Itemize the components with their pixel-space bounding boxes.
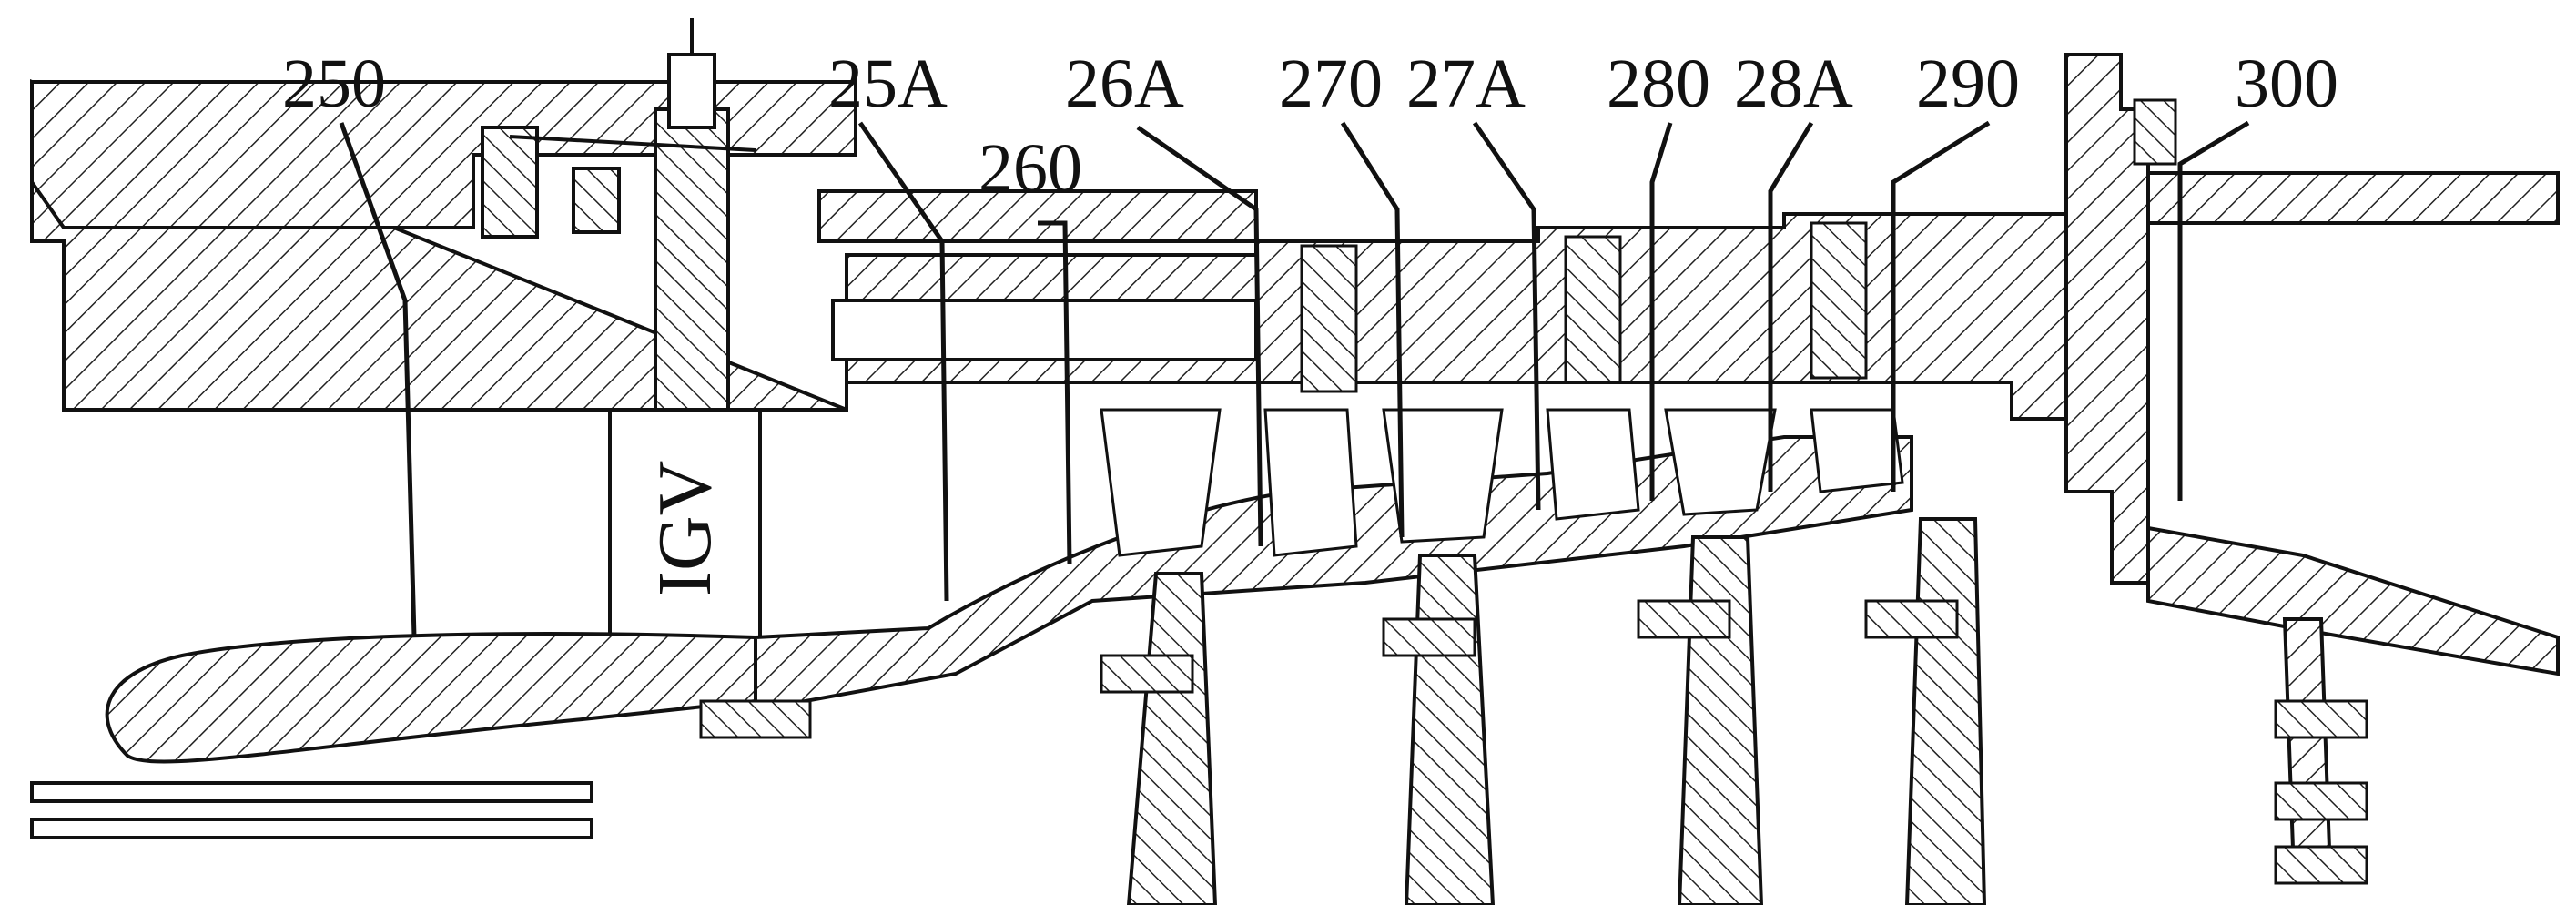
leader-270 <box>1340 121 1405 538</box>
blade-rows <box>1100 408 1904 557</box>
igv-vane-body <box>608 408 762 648</box>
igv-bolt-head <box>572 167 621 234</box>
callout-290: 290 <box>1916 46 2020 122</box>
hub-bolt-3 <box>1637 599 1731 639</box>
casing-bolts <box>699 98 2368 885</box>
rotor-blade-2 <box>1382 408 1504 544</box>
rotor-blade-1 <box>1100 408 1222 557</box>
callout-250: 250 <box>282 46 386 122</box>
leader-280 <box>1649 122 1673 501</box>
callout-28A: 28A <box>1734 46 1853 122</box>
igv-spindle-cap <box>667 53 716 129</box>
igv-vane <box>481 18 762 648</box>
casing-bolt-1 <box>1300 244 1358 393</box>
casing-front-section <box>30 79 2560 421</box>
rotor-blade-3 <box>1664 408 1777 516</box>
callout-26A: 26A <box>1065 46 1184 122</box>
outer-casing <box>30 53 2560 876</box>
leader-lines <box>339 120 2250 638</box>
casing-bore <box>831 299 1258 361</box>
leader-290 <box>1891 120 1991 492</box>
callout-260: 260 <box>979 130 1082 207</box>
igv-lever <box>509 135 756 152</box>
front-hub-bolt <box>699 699 812 739</box>
leader-300 <box>2177 120 2250 501</box>
leader-26A <box>1136 125 1263 547</box>
casing-top-flange <box>30 80 857 229</box>
leader-27A <box>1472 121 1541 511</box>
callout-300: 300 <box>2235 46 2338 122</box>
callout-27A: 27A <box>1406 46 1526 122</box>
inner-shaft <box>30 781 593 803</box>
igv-label: IGV <box>643 461 727 596</box>
leader-250 <box>339 122 417 638</box>
callout-25A: 25A <box>828 46 948 122</box>
inlet-nose-cone <box>105 632 757 764</box>
rear-support-bolt-2 <box>2274 781 2368 821</box>
hub-bolt-4 <box>1864 599 1959 639</box>
leader-28A <box>1768 121 1814 492</box>
casing-bolt-4 <box>2133 98 2177 166</box>
hub-bolt-2 <box>1382 617 1476 657</box>
hub-bolt-1 <box>1100 654 1194 694</box>
disk-stage-1 <box>1126 572 1218 905</box>
callout-280: 280 <box>1607 46 1710 122</box>
leader-260 <box>1038 220 1072 565</box>
rear-support-bolt-3 <box>2274 845 2368 885</box>
stator-vane-2 <box>1546 408 1640 521</box>
callout-270: 270 <box>1279 46 1383 122</box>
callout-labels: 250 25A 260 26A 270 27A 280 28A 290 300 … <box>282 46 2338 596</box>
disk-stage-4 <box>1904 517 1987 905</box>
stator-vane-3 <box>1810 408 1904 493</box>
disk-stage-2 <box>1404 554 1496 905</box>
casing-rear-strut <box>2282 617 2333 876</box>
disk-stage-3 <box>1677 535 1764 905</box>
igv-actuator-nut <box>481 126 539 239</box>
inner-shaft-2 <box>30 818 593 839</box>
igv-spindle <box>654 107 730 412</box>
leader-25A <box>857 121 949 602</box>
casing-bolt-2 <box>1564 235 1622 384</box>
stator-vane-1 <box>1263 408 1358 557</box>
rear-support-bolt-1 <box>2274 699 2368 739</box>
casing-bolt-3 <box>1810 221 1868 380</box>
casing-rear-cone <box>2146 525 2560 676</box>
